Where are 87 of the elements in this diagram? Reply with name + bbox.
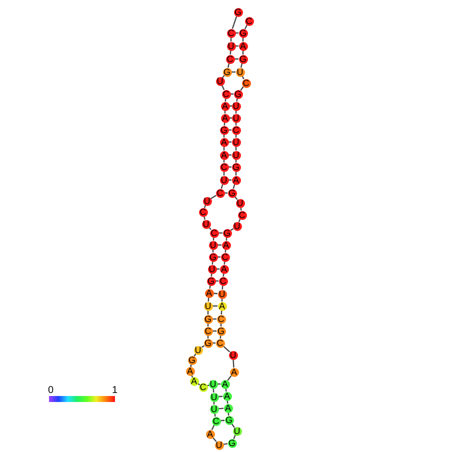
nucleotide-circle: U	[204, 302, 212, 310]
nucleotide-circle: A	[190, 376, 198, 386]
nucleotide-circle: U	[210, 392, 218, 402]
nucleotide-circle: U	[232, 102, 240, 110]
nucleotide-circle: C	[210, 228, 218, 238]
nucleotide-circle: C	[198, 208, 208, 216]
nucleotide-circle: A	[230, 368, 238, 376]
nucleotide-circle: U	[236, 68, 244, 76]
scale-label: 1	[112, 386, 118, 396]
nucleotide-circle: C	[244, 16, 254, 26]
nucleotide-circle: C	[226, 28, 236, 38]
nucleotide-circle: C	[238, 210, 246, 220]
nucleotide-circle: C	[222, 90, 230, 98]
nucleotide-circle: C	[198, 382, 208, 392]
nucleotide-circle: C	[204, 326, 212, 336]
nucleotide-circle: C	[212, 416, 220, 426]
nucleotide-circle: A	[220, 138, 228, 146]
nucleotide-circle: A	[204, 288, 214, 298]
nucleotide-circle: U	[208, 380, 218, 388]
nucleotide-circle: U	[208, 264, 216, 274]
nucleotide-circle: A	[206, 430, 214, 438]
backbone-line	[238, 218, 241, 222]
nucleotide-circle: C	[226, 54, 234, 64]
nucleotide-circle: A	[220, 102, 230, 110]
nucleotide-circle: A	[224, 404, 232, 412]
nucleotide-circle: U	[202, 220, 210, 228]
backbone-line	[230, 228, 234, 231]
nucleotide-circle: G	[234, 90, 242, 98]
nucleotide-circle: U	[232, 426, 242, 436]
nucleotide-circle: G	[234, 8, 242, 16]
nucleotide-circle: G	[220, 126, 228, 134]
nucleotide-circle: C	[242, 78, 250, 88]
nucleotide-circle: A	[238, 42, 248, 50]
backbone-line	[211, 424, 215, 430]
backbone-line	[232, 359, 234, 368]
nucleotide-circle: G	[238, 28, 248, 38]
nucleotide-circle: U	[232, 150, 240, 160]
nucleotide-circle: A	[222, 240, 230, 250]
backbone-line	[227, 375, 232, 381]
backbone-line	[232, 16, 238, 29]
nucleotide-circle: G	[222, 228, 232, 238]
nucleotide-circle: A	[220, 150, 228, 160]
nucleotide-circle: U	[218, 290, 226, 298]
backbone-line	[244, 24, 248, 30]
nucleotide-circle: U	[228, 350, 238, 360]
nucleotide-circle: G	[204, 314, 212, 324]
nucleotide-circle: C	[216, 314, 226, 324]
nucleotide-circle: C	[220, 162, 228, 172]
nucleotide-circle: G	[224, 416, 234, 424]
nucleotide-circle: U	[236, 198, 244, 208]
nucleotide-circle: G	[238, 54, 248, 64]
nucleotide-circle: U	[214, 440, 224, 450]
nucleotide-circle: A	[232, 176, 240, 184]
nucleotide-circle: C	[218, 276, 228, 286]
nucleotide-circle: A	[218, 302, 226, 310]
nucleotide-circle: U	[202, 196, 212, 206]
nucleotide-circle: G	[188, 356, 196, 364]
nucleotide-circle: G	[204, 338, 212, 348]
nucleotide-circle: U	[210, 404, 218, 414]
nucleotide-circle: U	[232, 222, 242, 230]
nucleotide-circle: U	[232, 114, 240, 122]
backbone-line	[210, 194, 216, 200]
nucleotide-circle: G	[206, 276, 216, 286]
nucleotide-circle: G	[228, 438, 236, 448]
nucleotide-circle: U	[226, 42, 236, 50]
nucleotide-circle: U	[232, 138, 240, 146]
nucleotide-circle: C	[220, 252, 230, 262]
nucleotide-circle: C	[216, 338, 224, 348]
nucleotide-circle: C	[216, 188, 224, 198]
nucleotide-circle: G	[216, 326, 226, 336]
nucleotide-circle: A	[220, 380, 230, 388]
scale-label: 0	[48, 386, 54, 396]
nucleotide-circle: U	[216, 76, 224, 86]
nucleotide-circle: G	[208, 252, 218, 262]
nucleotide-circle: U	[208, 240, 218, 250]
nucleotide-circle: G	[222, 68, 232, 76]
backbone-line	[201, 345, 205, 348]
nucleotide-circle: A	[220, 264, 228, 274]
nucleotide-circle: C	[232, 126, 240, 134]
nucleotide-circle: G	[228, 188, 236, 198]
nucleotide-circle: A	[186, 366, 194, 376]
nucleotide-circle: A	[222, 392, 232, 400]
backbone-line	[240, 86, 244, 91]
nucleotide-circle: G	[232, 162, 240, 172]
nucleotide-circle: A	[220, 114, 230, 122]
nucleotide-circle: U	[194, 346, 202, 354]
nucleotide-circle: U	[220, 176, 228, 184]
